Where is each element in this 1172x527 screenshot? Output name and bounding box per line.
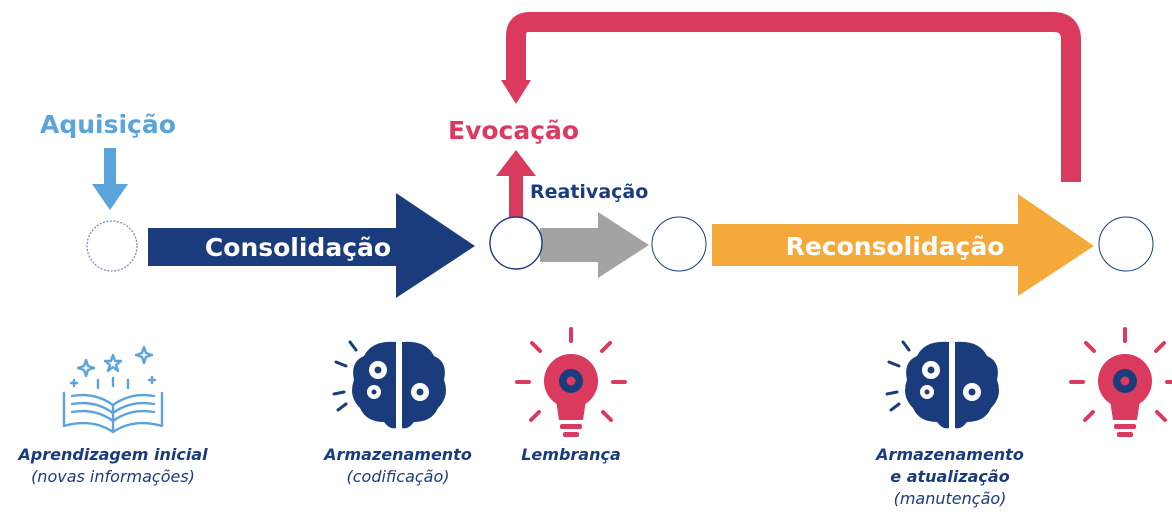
reconsolidation-arrow — [712, 194, 1094, 296]
caption-update-sub: (manutenção) — [893, 489, 1007, 508]
feedback-loop-arrow — [506, 12, 1081, 182]
caption-storage-title: Armazenamento — [324, 445, 472, 464]
recall-arrow-shaft — [509, 172, 523, 220]
reactivation-arrow — [540, 212, 649, 278]
lightbulb-gear-icon — [1069, 327, 1172, 437]
consolidation-arrow — [148, 193, 475, 298]
caption-update-title-2: e atualização — [890, 467, 1010, 486]
brain-gears-icon — [332, 340, 446, 429]
state-circle-1 — [86, 220, 138, 272]
recall-arrowhead — [496, 150, 536, 176]
lightbulb-gear-icon — [515, 327, 627, 437]
caption-memory: Lembrança — [506, 444, 636, 466]
caption-learning: Aprendizagem inicial (novas informações) — [0, 444, 226, 488]
recall-label: Evocação — [448, 116, 580, 145]
brain-gears-icon — [885, 340, 999, 429]
state-circle-3 — [651, 216, 707, 272]
caption-storage: Armazenamento (codificação) — [308, 444, 488, 488]
acquisition-label: Aquisição — [40, 110, 176, 139]
feedback-loop-arrowhead — [501, 80, 531, 104]
acquisition-arrowhead — [92, 184, 128, 210]
state-circle-2 — [489, 216, 543, 270]
consolidation-label: Consolidação — [205, 233, 391, 262]
open-book-icon — [62, 345, 164, 434]
reactivation-label: Reativação — [530, 181, 649, 203]
acquisition-arrow-shaft — [104, 148, 116, 186]
caption-update: Armazenamento e atualização (manutenção) — [860, 444, 1040, 510]
state-circle-4 — [1098, 216, 1154, 272]
caption-learning-title: Aprendizagem inicial — [18, 445, 208, 464]
caption-learning-sub: (novas informações) — [31, 467, 195, 486]
caption-update-title-1: Armazenamento — [876, 445, 1024, 464]
caption-storage-sub: (codificação) — [346, 467, 450, 486]
reconsolidation-label: Reconsolidação — [786, 232, 1005, 261]
caption-memory-title: Lembrança — [521, 445, 621, 464]
